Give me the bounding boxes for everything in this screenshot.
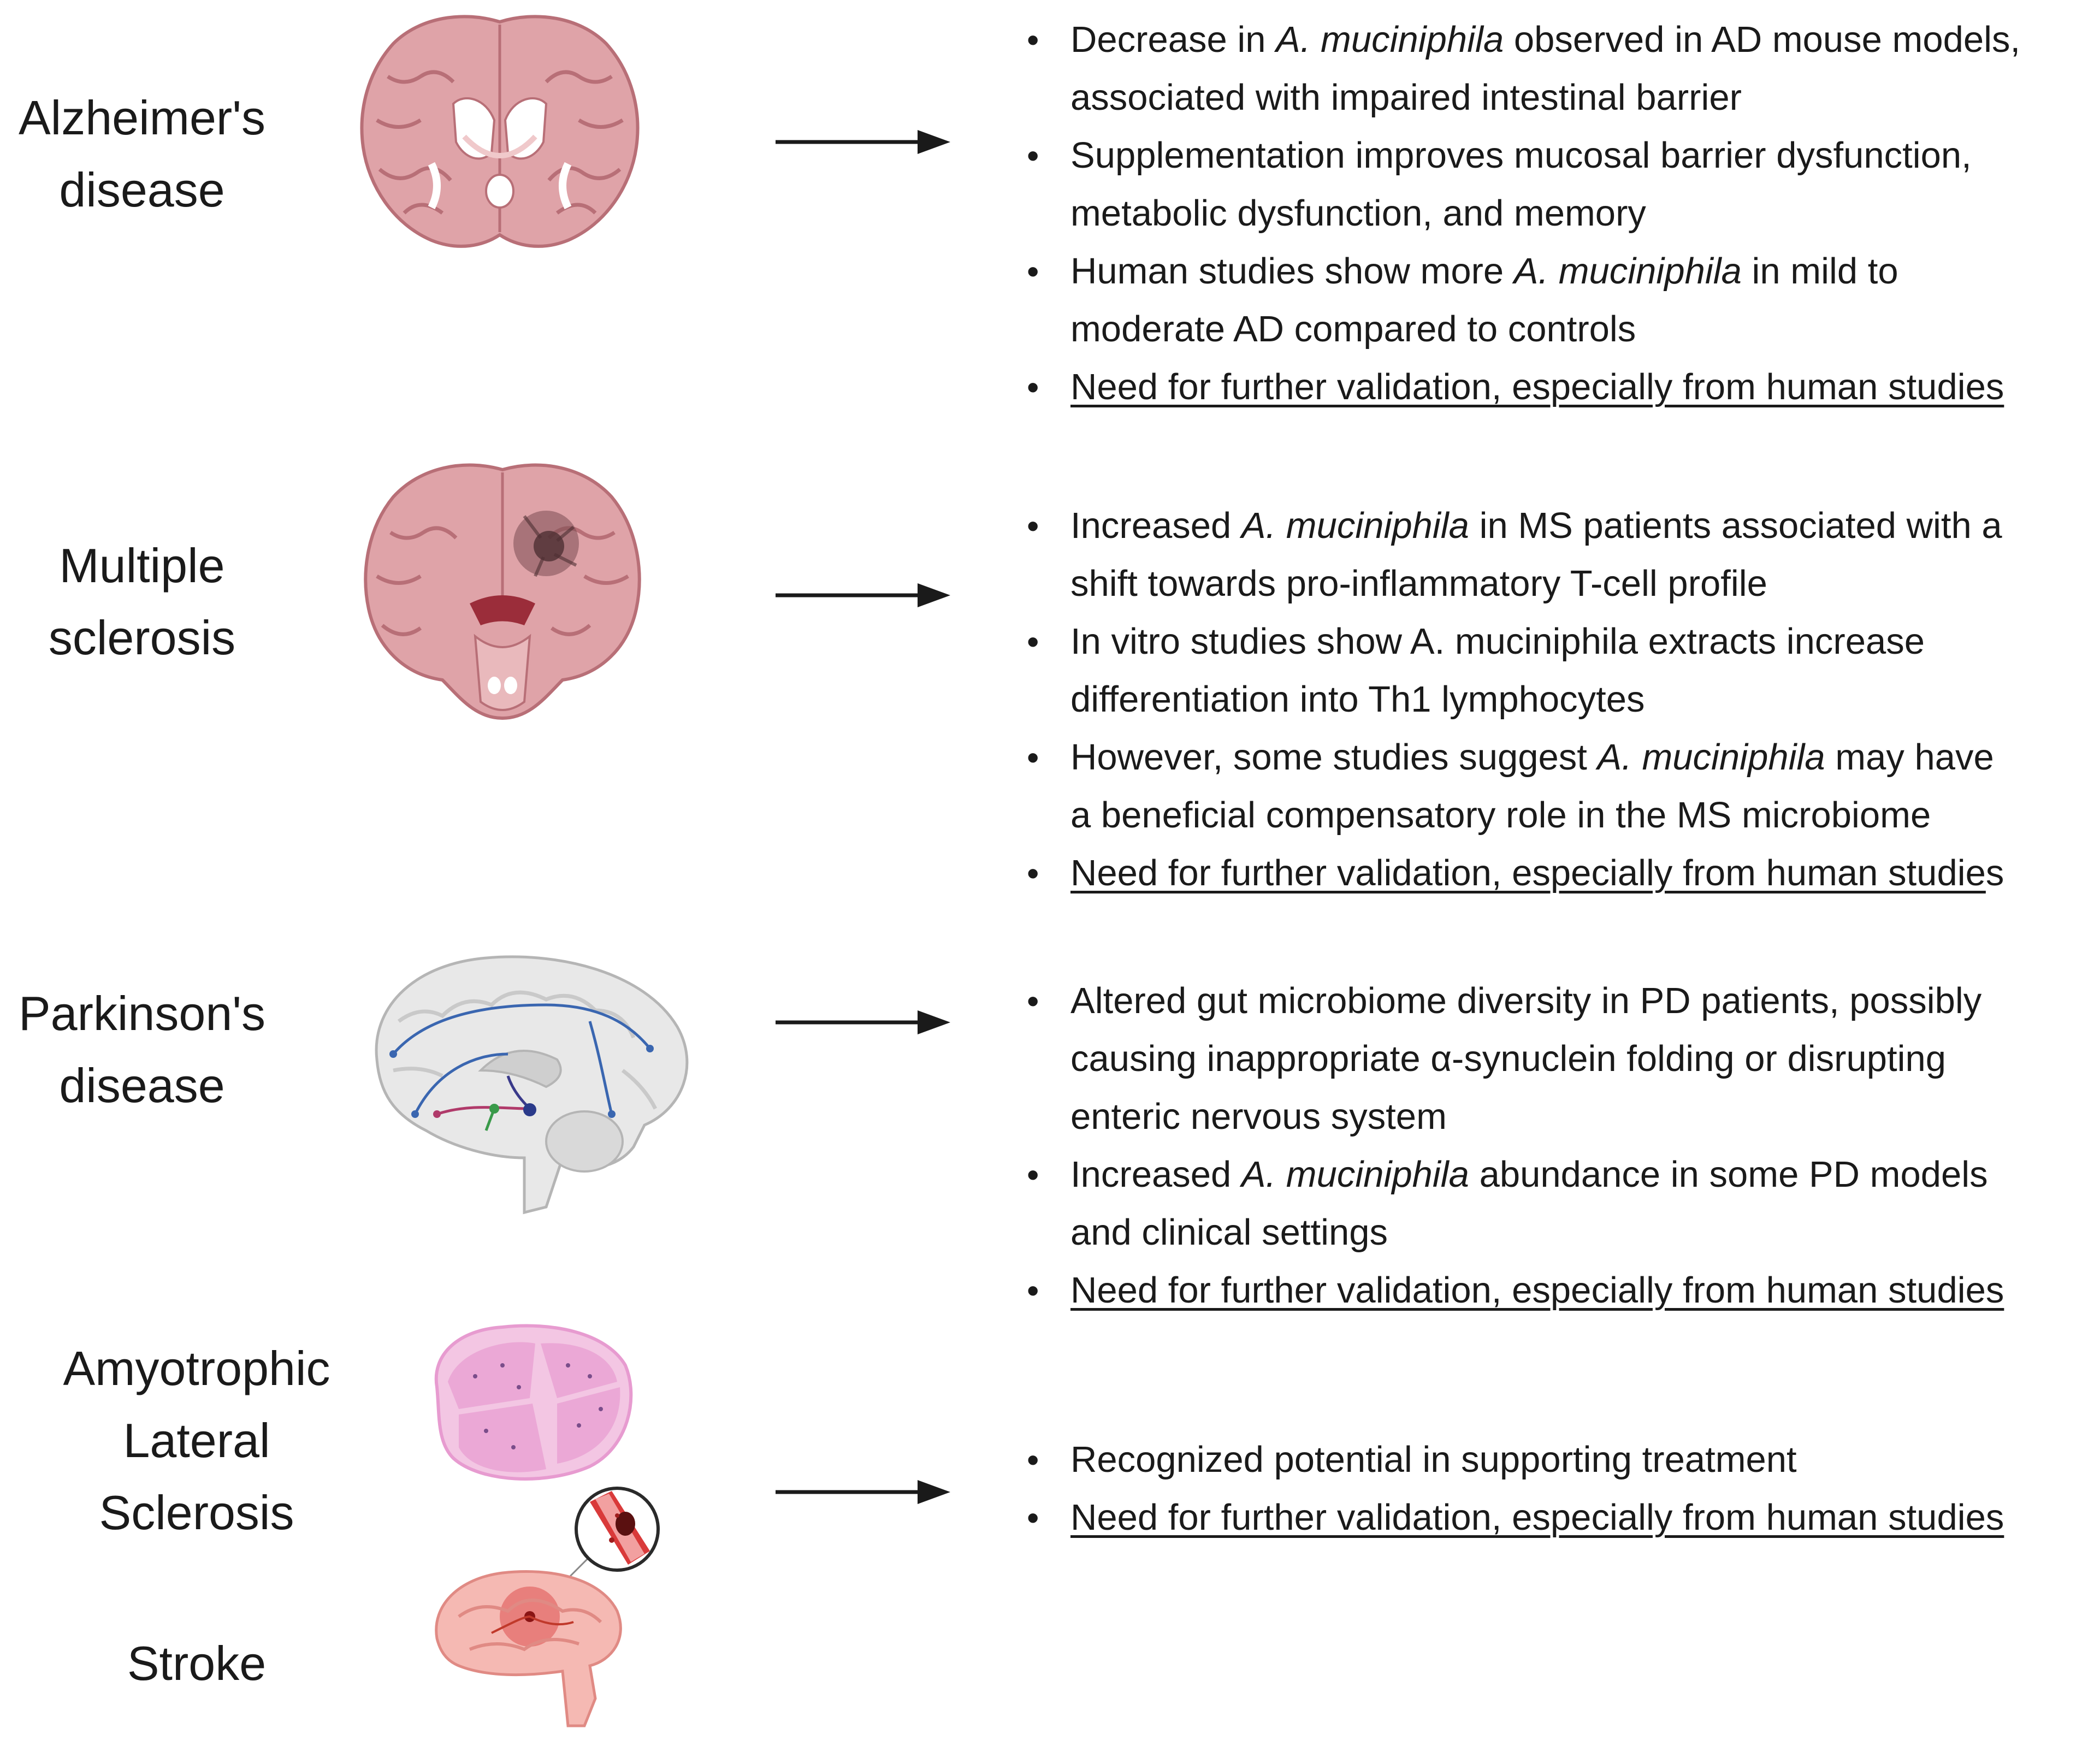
label-line: Amyotrophic (63, 1341, 330, 1395)
text-run: metabolic dysfunction, and memory (1070, 193, 1646, 234)
text-run: Decrease in (1070, 19, 1276, 60)
text-run: a beneficial compensatory role in the MS… (1070, 795, 1931, 836)
text-run: Human studies show more (1070, 251, 1514, 292)
label-line: Stroke (127, 1636, 267, 1690)
bullet-line: Decrease in A. muciniphila observed in A… (1070, 11, 2097, 69)
bullet-line: moderate AD compared to controls (1070, 300, 2097, 358)
text-run: moderate AD compared to controls (1070, 309, 1636, 350)
bullet-line: enteric nervous system (1070, 1088, 2097, 1146)
text-run: associated with impaired intestinal barr… (1070, 77, 1742, 118)
bullet-line: metabolic dysfunction, and memory (1070, 185, 2097, 242)
text-run: s (1985, 853, 2004, 893)
label-als: Amyotrophic Lateral Sclerosis (33, 1333, 360, 1549)
text-run: shift towards pro-inflammatory T-cell pr… (1070, 563, 1767, 604)
bullet-line: Need for further validation, especially … (1070, 358, 2097, 416)
bullet-item: Human studies show more A. muciniphila i… (1027, 242, 2097, 358)
bullet-list-parkinsons: Altered gut microbiome diversity in PD p… (1027, 972, 2097, 1319)
muscle-tissue-histology-icon (434, 1324, 633, 1481)
text-run: abundance in some PD models (1469, 1154, 1988, 1195)
label-line: sclerosis (48, 611, 236, 665)
text-run: Increased (1070, 505, 1241, 546)
bullet-line: Increased A. muciniphila in MS patients … (1070, 497, 2097, 555)
bullet-item: However, some studies suggest A. mucinip… (1027, 729, 2097, 844)
right-arrow-icon (776, 1480, 950, 1504)
right-arrow-icon (776, 1010, 950, 1034)
label-line: Parkinson's (18, 986, 266, 1040)
validation-note: Need for further validation, especially … (1070, 1270, 2004, 1311)
label-line: Sclerosis (99, 1485, 294, 1540)
validation-note: Need for further validation, especially … (1070, 366, 2004, 407)
bullet-list-alzheimers: Decrease in A. muciniphila observed in A… (1027, 11, 2097, 416)
label-multiple-sclerosis: Multiple sclerosis (0, 530, 284, 674)
label-alzheimers: Alzheimer's disease (0, 82, 284, 226)
label-line: Lateral (123, 1413, 270, 1467)
text-run: enteric nervous system (1070, 1096, 1447, 1137)
text-run: observed in AD mouse models, (1504, 19, 2021, 60)
validation-note: Need for further validation, especially … (1070, 853, 1986, 893)
bullet-line: However, some studies suggest A. mucinip… (1070, 729, 2097, 786)
bullet-item: Need for further validation, especially … (1027, 1262, 2097, 1319)
bullet-item: Increased A. muciniphila abundance in so… (1027, 1146, 2097, 1262)
text-run: Supplementation improves mucosal barrier… (1070, 135, 1972, 176)
text-run: may have (1825, 737, 1994, 778)
bullet-item: Recognized potential in supporting treat… (1027, 1431, 2097, 1489)
bullet-list-stroke-als: Recognized potential in supporting treat… (1027, 1431, 2097, 1547)
bullet-line: causing inappropriate α-synuclein foldin… (1070, 1030, 2097, 1088)
text-run: However, some studies suggest (1070, 737, 1598, 778)
label-line: disease (59, 1058, 225, 1112)
bullet-item: In vitro studies show A. muciniphila ext… (1027, 613, 2097, 729)
brain-sagittal-pathways-icon (375, 955, 689, 1215)
bullet-line: associated with impaired intestinal barr… (1070, 69, 2097, 127)
bullet-line: Supplementation improves mucosal barrier… (1070, 127, 2097, 185)
bullet-line: differentiation into Th1 lymphocytes (1070, 671, 2097, 729)
bullet-line: Recognized potential in supporting treat… (1070, 1431, 2097, 1489)
bullet-item: Need for further validation, especially … (1027, 844, 2097, 902)
right-arrow-icon (776, 130, 950, 154)
bullet-item: Increased A. muciniphila in MS patients … (1027, 497, 2097, 613)
brain-coronal-section-icon (360, 15, 640, 248)
species-name: A. muciniphila (1276, 19, 1504, 60)
text-run: In vitro studies show A. muciniphila ext… (1070, 621, 1925, 662)
bullet-item: Decrease in A. muciniphila observed in A… (1027, 11, 2097, 127)
species-name: A. muciniphila (1513, 251, 1742, 292)
label-stroke: Stroke (33, 1627, 360, 1700)
brain-stroke-clot-icon (435, 1487, 660, 1727)
text-run: and clinical settings (1070, 1212, 1388, 1253)
label-parkinsons: Parkinson's disease (0, 978, 284, 1122)
bullet-line: shift towards pro-inflammatory T-cell pr… (1070, 555, 2097, 613)
text-run: Altered gut microbiome diversity in PD p… (1070, 980, 1982, 1021)
text-run: Recognized potential in supporting treat… (1070, 1439, 1797, 1480)
bullet-line: and clinical settings (1070, 1204, 2097, 1262)
label-line: Multiple (59, 538, 225, 593)
text-run: in mild to (1741, 251, 1898, 292)
text-run: in MS patients associated with a (1469, 505, 2002, 546)
bullet-line: Human studies show more A. muciniphila i… (1070, 242, 2097, 300)
bullet-list-multiple-sclerosis: Increased A. muciniphila in MS patients … (1027, 497, 2097, 902)
bullet-line: Need for further validation, especially … (1070, 1262, 2097, 1319)
bullet-item: Need for further validation, especially … (1027, 1489, 2097, 1547)
species-name: A. muciniphila (1597, 737, 1825, 778)
bullet-line: Altered gut microbiome diversity in PD p… (1070, 972, 2097, 1030)
right-arrow-icon (776, 583, 950, 607)
bullet-line: Need for further validation, especially … (1070, 1489, 2097, 1547)
text-run: Increased (1070, 1154, 1241, 1195)
bullet-line: a beneficial compensatory role in the MS… (1070, 786, 2097, 844)
text-run: differentiation into Th1 lymphocytes (1070, 679, 1645, 720)
species-name: A. muciniphila (1241, 1154, 1469, 1195)
bullet-line: Increased A. muciniphila abundance in so… (1070, 1146, 2097, 1204)
label-line: Alzheimer's (18, 91, 266, 145)
validation-note: Need for further validation, especially … (1070, 1497, 2004, 1538)
bullet-line: In vitro studies show A. muciniphila ext… (1070, 613, 2097, 671)
bullet-item: Need for further validation, especially … (1027, 358, 2097, 416)
bullet-line: Need for further validation, especially … (1070, 844, 2097, 902)
species-name: A. muciniphila (1241, 505, 1469, 546)
text-run: causing inappropriate α-synuclein foldin… (1070, 1038, 1946, 1079)
label-line: disease (59, 163, 225, 217)
bullet-item: Supplementation improves mucosal barrier… (1027, 127, 2097, 242)
brain-lesion-coronal-icon (364, 463, 641, 720)
bullet-item: Altered gut microbiome diversity in PD p… (1027, 972, 2097, 1146)
